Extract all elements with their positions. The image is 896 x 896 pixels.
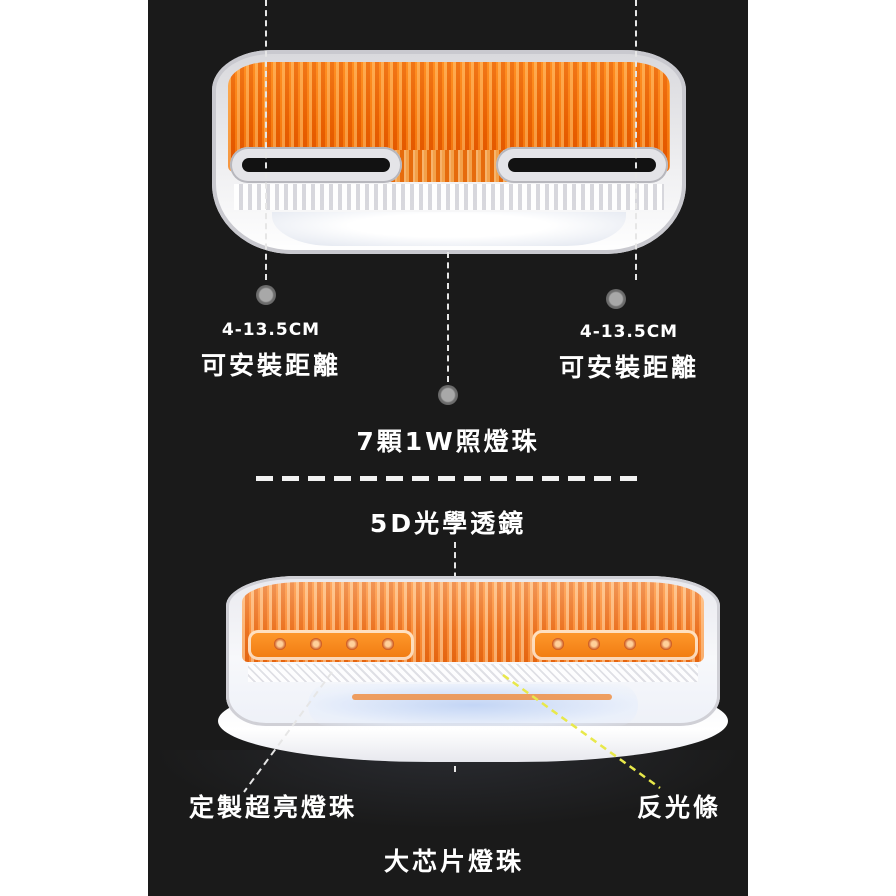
- amber-led-pod-left: [248, 630, 414, 660]
- reflector-pattern: [234, 184, 664, 210]
- section-divider: [256, 476, 642, 481]
- product-panel: 4-13.5CM 可安裝距離 4-13.5CM 可安裝距離 7顆1W照燈珠 5D…: [148, 0, 748, 896]
- lamp-angled-view: [218, 576, 728, 762]
- install-distance-left-caption: 可安裝距離: [200, 351, 341, 380]
- orange-inner-strip: [352, 694, 612, 700]
- install-distance-right-caption: 可安裝距離: [558, 353, 699, 382]
- led-bead-icon: [588, 638, 600, 650]
- install-distance-left-size: 4-13.5CM: [221, 320, 321, 340]
- led-chamber: [272, 212, 626, 246]
- mounting-slot-right: [496, 147, 668, 183]
- circle-marker-icon: [256, 285, 276, 305]
- led-bead-icon: [552, 638, 564, 650]
- led-bead-icon: [274, 638, 286, 650]
- amber-center-tab: [388, 150, 508, 182]
- slot-hole: [242, 158, 390, 172]
- mounting-slot-left: [230, 147, 402, 183]
- floor-reflection: [148, 750, 748, 830]
- reflector-caption: 反光條: [636, 793, 721, 822]
- led-count-caption: 7顆1W照燈珠: [356, 427, 540, 456]
- diagonal-leaders: [243, 671, 661, 793]
- lens-caption: 5D光學透鏡: [369, 509, 527, 538]
- reflector-strip: [248, 664, 698, 682]
- install-distance-right-size: 4-13.5CM: [579, 322, 679, 342]
- leader-line-reflector: [502, 673, 661, 790]
- led-bead-icon: [382, 638, 394, 650]
- led-bead-icon: [346, 638, 358, 650]
- amber-led-pod-right: [532, 630, 698, 660]
- leader-line-center: [447, 252, 449, 382]
- leader-line-left: [265, 0, 267, 280]
- white-led-row: [308, 684, 638, 726]
- led-bead-icon: [310, 638, 322, 650]
- slot-hole: [508, 158, 656, 172]
- led-bead-icon: [624, 638, 636, 650]
- circle-marker-icon: [438, 385, 458, 405]
- large-chip-led-caption: 大芯片燈珠: [383, 847, 524, 876]
- lamp-top-view: [212, 50, 686, 254]
- led-bead-icon: [660, 638, 672, 650]
- leader-line-custom-led: [243, 671, 333, 793]
- leader-line-right: [635, 0, 637, 280]
- circle-marker-icon: [606, 289, 626, 309]
- custom-led-caption: 定製超亮燈珠: [188, 793, 357, 822]
